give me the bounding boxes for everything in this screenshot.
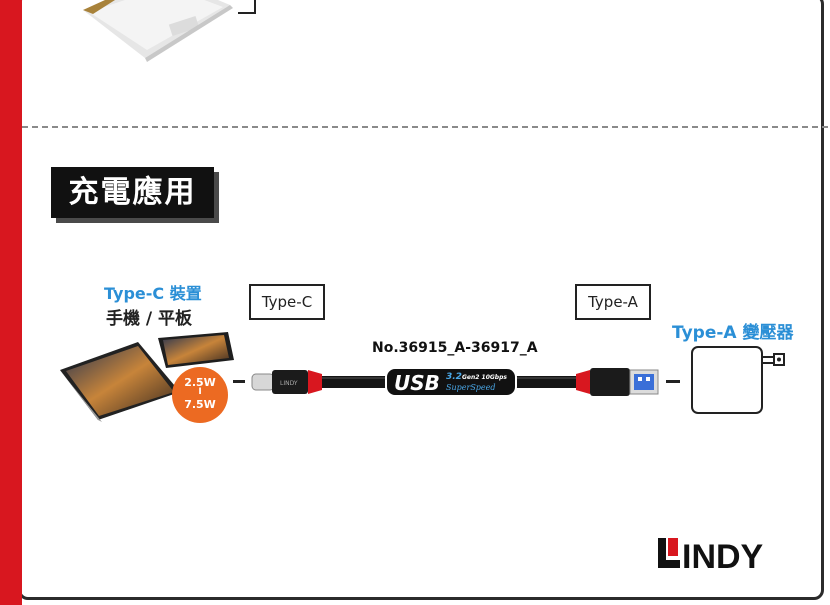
laptop-image (83, 0, 233, 62)
lindy-logo-text: INDY (682, 538, 764, 572)
power-separator: I (198, 387, 202, 397)
red-side-bar (0, 0, 22, 605)
power-max: 7.5W (184, 398, 216, 411)
usb-cable-image: LINDY USB 3.2 Gen2 10Gbps SuperSpeed (251, 367, 659, 397)
section-title: 充電應用 (51, 167, 214, 218)
connector-dash-left (233, 380, 245, 383)
port-box-top-fragment (238, 0, 256, 14)
usb-speed: SuperSpeed (446, 383, 496, 392)
type-c-port-label: Type-C (249, 284, 325, 320)
usb-logo-text: USB (394, 371, 440, 395)
power-min: 2.5W (184, 376, 216, 389)
left-housing-brand: LINDY (280, 380, 298, 387)
usb-version: 3.2 (446, 372, 462, 382)
lindy-logo: INDY (658, 538, 764, 572)
type-a-port-label: Type-A (575, 284, 651, 320)
cable-model-number: No.36915_A-36917_A (372, 340, 538, 356)
tablet-phone-image (60, 332, 234, 422)
device-type-label: Type-C 裝置 (104, 284, 202, 303)
dashed-divider (22, 126, 828, 128)
power-range-badge: 2.5W I 7.5W (172, 367, 228, 423)
usb-gen: Gen2 10Gbps (462, 374, 507, 381)
device-kind-label: 手機 / 平板 (106, 309, 193, 329)
power-adapter-image (691, 346, 785, 414)
connector-dash-right (666, 380, 680, 383)
adapter-label: Type-A 變壓器 (672, 323, 794, 343)
content-frame (18, 0, 824, 600)
